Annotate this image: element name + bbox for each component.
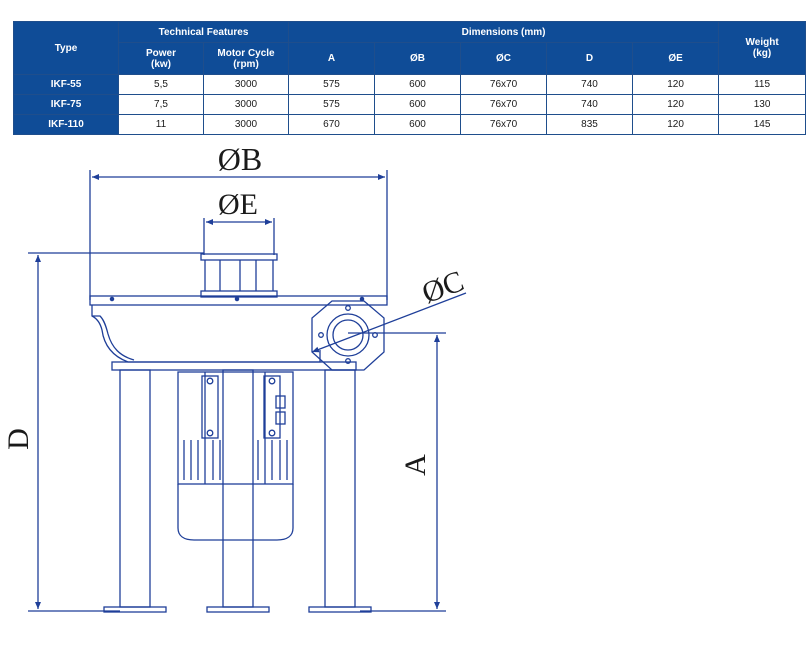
dimension-b xyxy=(89,170,388,300)
label-e: ØE xyxy=(218,188,258,221)
header-power-line2: (kw) xyxy=(151,58,171,70)
row-c: 76x70 xyxy=(460,74,548,95)
inlet-flange xyxy=(311,300,385,371)
row-b: 600 xyxy=(374,114,462,135)
label-b: ØB xyxy=(218,141,262,177)
row-a: 575 xyxy=(288,74,376,95)
motor xyxy=(177,371,294,541)
outlet-pipe xyxy=(200,253,278,298)
header-type: Type xyxy=(13,21,119,75)
row-weight: 130 xyxy=(718,94,807,115)
table-row: IKF-55 5,5 3000 575 600 76x70 740 120 11… xyxy=(13,74,807,95)
row-type: IKF-55 xyxy=(13,74,119,95)
row-rpm: 3000 xyxy=(202,114,290,135)
header-dimensions: Dimensions (mm) xyxy=(288,21,720,43)
header-col-b: ØB xyxy=(374,42,462,75)
header-weight: Weight (kg) xyxy=(718,21,807,75)
header-motor-cycle: Motor Cycle (rpm) xyxy=(202,42,290,75)
row-type: IKF-75 xyxy=(13,94,119,115)
row-b: 600 xyxy=(374,74,462,95)
header-col-c: ØC xyxy=(460,42,548,75)
label-c: ØC xyxy=(418,264,469,310)
spec-table: Type Technical Features Dimensions (mm) … xyxy=(13,21,807,135)
fan-housing xyxy=(89,295,388,371)
row-a: 670 xyxy=(288,114,376,135)
label-d: D xyxy=(2,428,35,450)
dimension-d xyxy=(28,252,204,612)
header-col-e: ØE xyxy=(632,42,720,75)
header-power: Power (kw) xyxy=(118,42,204,75)
support-legs xyxy=(103,369,372,613)
dimension-c xyxy=(311,292,467,353)
row-c: 76x70 xyxy=(460,114,548,135)
row-b: 600 xyxy=(374,94,462,115)
header-motor-cycle-line1: Motor Cycle xyxy=(217,47,275,59)
row-e: 120 xyxy=(632,74,720,95)
row-weight: 145 xyxy=(718,114,807,135)
dimension-a xyxy=(348,332,446,612)
row-rpm: 3000 xyxy=(202,74,290,95)
row-type: IKF-110 xyxy=(13,114,119,135)
header-motor-cycle-line2: (rpm) xyxy=(233,58,259,70)
header-weight-line2: (kg) xyxy=(752,48,772,59)
header-power-line1: Power xyxy=(145,47,176,59)
dimension-e xyxy=(203,218,275,255)
label-a: A xyxy=(399,454,432,476)
row-e: 120 xyxy=(632,114,720,135)
row-power: 11 xyxy=(118,114,204,135)
table-row: IKF-75 7,5 3000 575 600 76x70 740 120 13… xyxy=(13,94,807,115)
header-col-a: A xyxy=(288,42,376,75)
header-col-d: D xyxy=(546,42,634,75)
table-row: IKF-110 11 3000 670 600 76x70 835 120 14… xyxy=(13,114,807,135)
row-d: 740 xyxy=(546,94,634,115)
row-d: 835 xyxy=(546,114,634,135)
header-weight-line1: Weight xyxy=(745,37,779,48)
